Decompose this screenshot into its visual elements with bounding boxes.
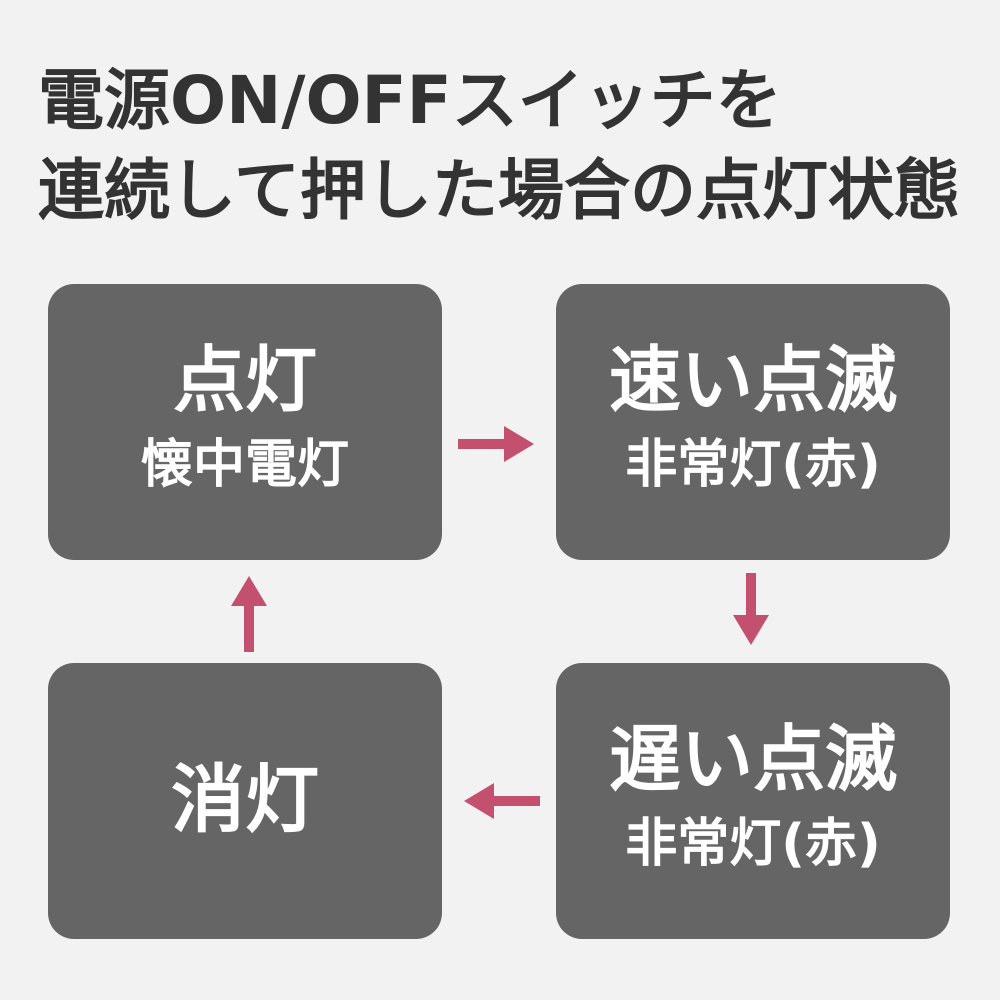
state-box-fast-blink: 速い点滅 非常灯(赤) [556, 284, 950, 560]
title-line-2: 連続して押した場合の点灯状態 [38, 152, 961, 229]
state-box-off: 消灯 [48, 663, 442, 939]
state-fast-blink-mode: 非常灯(赤) [625, 435, 881, 496]
arrow-left-icon [464, 783, 540, 819]
arrow-up-icon [231, 576, 267, 652]
state-box-on: 点灯 懐中電灯 [48, 284, 442, 560]
arrow-down-icon [733, 573, 769, 645]
state-box-slow-blink: 遅い点滅 非常灯(赤) [556, 663, 950, 939]
state-off-label: 消灯 [171, 757, 319, 844]
state-slow-blink-mode: 非常灯(赤) [625, 814, 881, 875]
state-fast-blink-label: 速い点滅 [608, 338, 897, 423]
state-on-label: 点灯 [172, 338, 317, 423]
arrow-right-icon [458, 426, 534, 462]
title-line-1: 電源ON/OFFスイッチを [38, 62, 782, 139]
state-slow-blink-label: 遅い点滅 [608, 717, 897, 802]
state-on-mode: 懐中電灯 [140, 435, 349, 496]
